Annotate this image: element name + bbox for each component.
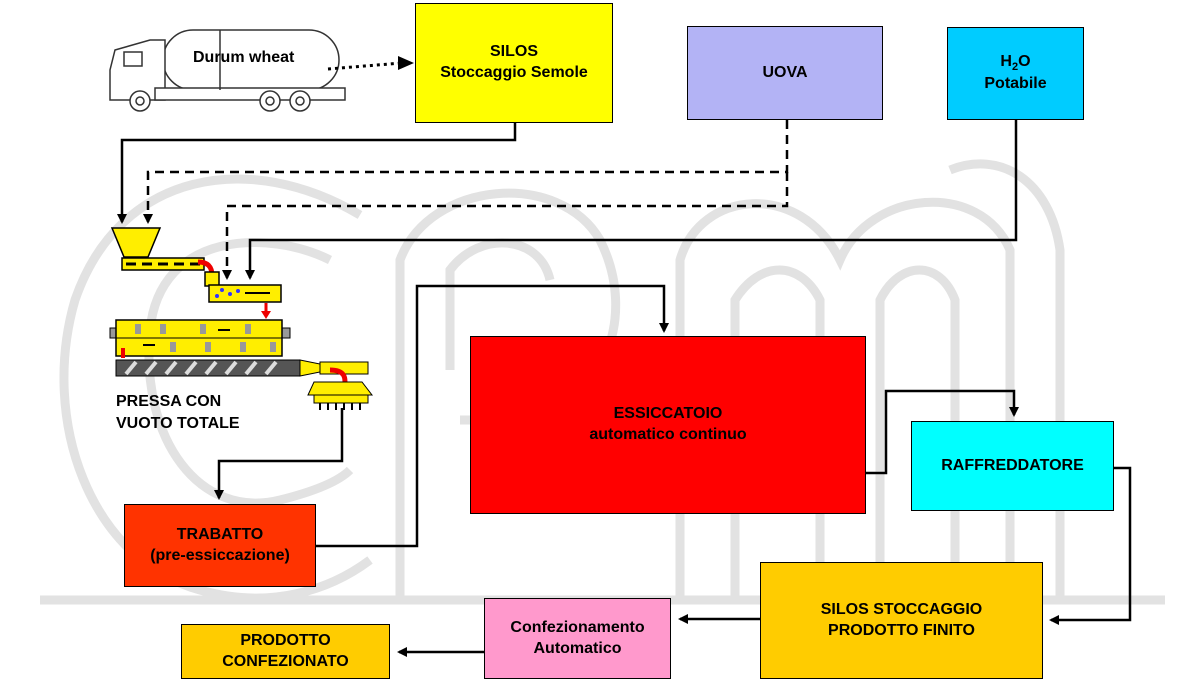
hopper-icon xyxy=(110,227,215,277)
essiccatoio-box: ESSICCATOIO automatico continuo xyxy=(470,336,866,514)
prodotto-box: PRODOTTO CONFEZIONATO xyxy=(181,624,390,679)
trabatto-title: TRABATTO xyxy=(176,525,264,543)
uova-box: UOVA xyxy=(687,26,883,120)
raffreddatore-box: RAFFREDDATORE xyxy=(911,421,1114,511)
h2o-title: H2O xyxy=(1000,52,1030,74)
silos-semole-box: SILOS Stoccaggio Semole xyxy=(415,3,613,123)
silos-finito-subtitle: PRODOTTO FINITO xyxy=(828,621,975,639)
silos-finito-box: SILOS STOCCAGGIO PRODOTTO FINITO xyxy=(760,562,1043,679)
raffreddatore-title: RAFFREDDATORE xyxy=(941,456,1084,474)
essiccatoio-title: ESSICCATOIO xyxy=(613,405,723,423)
press-icon xyxy=(109,319,374,410)
essiccatoio-subtitle: automatico continuo xyxy=(589,426,747,443)
h2o-h: H xyxy=(1000,52,1012,70)
silos-semole-subtitle: Stoccaggio Semole xyxy=(440,64,588,81)
h2o-o: O xyxy=(1018,52,1031,70)
press-label: PRESSA CON VUOTO TOTALE xyxy=(116,391,240,434)
press-label-line2: VUOTO TOTALE xyxy=(116,414,240,432)
trabatto-subtitle: (pre-essiccazione) xyxy=(150,546,290,564)
confezionamento-title: Confezionamento xyxy=(510,618,645,636)
truck-label: Durum wheat xyxy=(193,49,295,66)
uova-title: UOVA xyxy=(762,63,808,81)
tanker-truck-icon xyxy=(109,29,346,112)
confezionamento-box: Confezionamento Automatico xyxy=(484,598,671,679)
prodotto-subtitle: CONFEZIONATO xyxy=(222,652,349,670)
h2o-box: H2O Potabile xyxy=(947,27,1084,120)
h2o-subtitle: Potabile xyxy=(984,75,1047,93)
mixer-icon xyxy=(204,271,282,319)
trabatto-box: TRABATTO (pre-essiccazione) xyxy=(124,504,316,587)
prodotto-title: PRODOTTO xyxy=(240,631,331,649)
press-label-line1: PRESSA CON xyxy=(116,393,222,410)
h2o-sub: 2 xyxy=(1011,61,1019,74)
confezionamento-subtitle: Automatico xyxy=(533,639,622,657)
silos-semole-title: SILOS xyxy=(489,43,538,61)
silos-finito-title: SILOS STOCCAGGIO xyxy=(820,600,983,618)
